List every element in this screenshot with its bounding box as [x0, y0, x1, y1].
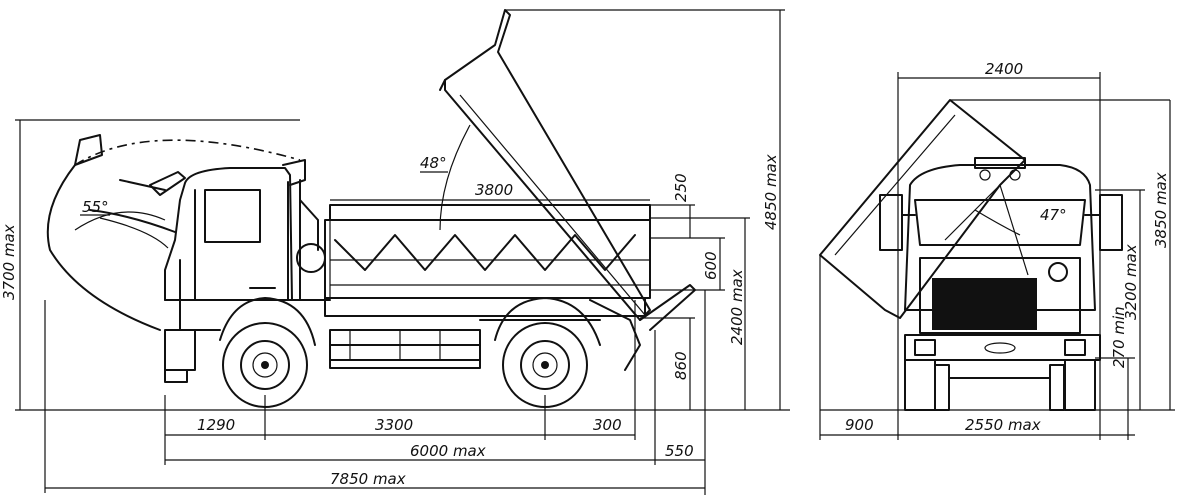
dim-rear-overhang: 300: [593, 416, 622, 434]
dim-side-board: 600: [702, 251, 720, 280]
dim-length-cab-tilted: 7850 max: [330, 470, 406, 488]
dim-body-width: 2400: [985, 60, 1023, 78]
cab: [164, 159, 331, 383]
side-dimension-lines: [15, 9, 785, 410]
dim-side-offset: 900: [845, 416, 874, 434]
dim-platform-height: 2400 max: [728, 269, 746, 345]
dim-ground-clearance: 270 min: [1110, 306, 1128, 368]
front-cab: [879, 157, 1123, 361]
dim-side-board-top: 250: [672, 173, 690, 202]
dim-cab-tilt-height: 3700 max: [0, 224, 18, 300]
dim-length: 6000 max: [410, 442, 486, 460]
front-view-wheels: [904, 359, 1096, 411]
tip-angle-arc: [974, 209, 1021, 236]
tip-angle-line-2: [944, 184, 1001, 241]
side-horizontal-dims: [44, 199, 706, 495]
tilted-cab-outline: [46, 134, 301, 331]
dim-cab-height: 3200 max: [1122, 244, 1140, 320]
chassis: [324, 297, 646, 371]
body-angle-arc: [439, 124, 471, 231]
tipped-body: [439, 9, 696, 331]
front-dimension-lines: [819, 72, 1171, 440]
dim-overall-height-tipped: 4850 max: [762, 154, 780, 230]
dim-rear-extension: 550: [665, 442, 694, 460]
tip-angle-line: [999, 184, 1029, 276]
rear-wheel: [494, 297, 601, 408]
dim-width: 2550 max: [965, 416, 1041, 434]
dim-frame-height: 860: [672, 351, 690, 380]
dim-wheelbase: 3300: [375, 416, 413, 434]
dim-cab-tilt-angle: 55°: [82, 198, 109, 216]
dim-front-overhang: 1290: [197, 416, 235, 434]
dim-height-tipped: 3850 max: [1152, 172, 1170, 248]
dim-body-tip-angle: 48°: [420, 154, 447, 172]
dim-tip-angle: 47°: [1040, 206, 1067, 224]
cab-angle-arc: [74, 211, 166, 231]
front-wheel: [219, 297, 316, 408]
side-view: 3700 max 4850 max 2400 max 600 250 860 5…: [0, 9, 790, 495]
front-view: 2400 3850 max 3200 max 270 min 47° 900 2…: [819, 60, 1175, 440]
dim-body-length: 3800: [475, 181, 513, 199]
dump-body: [324, 204, 651, 299]
